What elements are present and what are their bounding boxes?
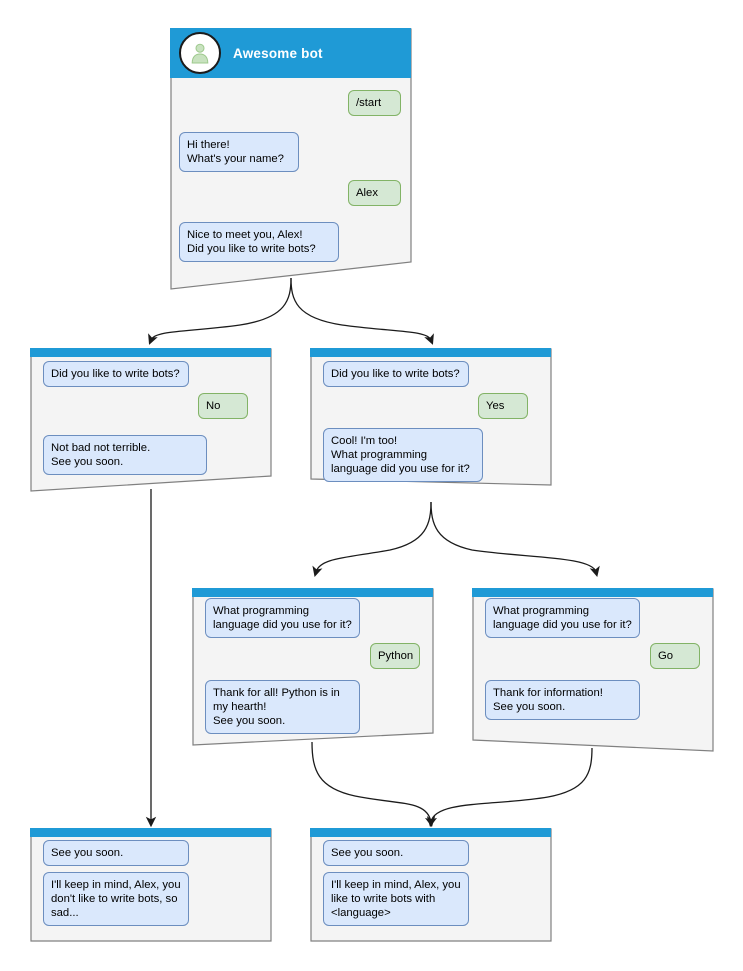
node-root-header: Awesome bot: [170, 28, 411, 78]
node-yes-branch-header: [310, 348, 551, 357]
chat-bubble-bot: Thank for information! See you soon.: [485, 680, 640, 720]
chat-bubble-user: No: [198, 393, 248, 419]
node-root[interactable]: Awesome bot /start Hi there! What's your…: [170, 28, 412, 290]
chat-bubble-user: Yes: [478, 393, 528, 419]
node-no-branch-header: [30, 348, 271, 357]
chat-bubble-bot: Did you like to write bots?: [323, 361, 469, 387]
chat-bubble-bot: Nice to meet you, Alex! Did you like to …: [179, 222, 339, 262]
chat-bubble-user: Python: [370, 643, 420, 669]
node-end-happy[interactable]: See you soon. I'll keep in mind, Alex, y…: [310, 828, 552, 942]
node-python-branch[interactable]: What programming language did you use fo…: [192, 588, 434, 746]
chat-bubble-bot: What programming language did you use fo…: [485, 598, 640, 638]
chat-bubble-bot: Not bad not terrible. See you soon.: [43, 435, 207, 475]
node-root-title: Awesome bot: [233, 45, 323, 61]
edge-yes-to-go: [430, 501, 600, 578]
node-yes-branch[interactable]: Did you like to write bots? Yes Cool! I'…: [310, 348, 552, 492]
chat-bubble-bot: See you soon.: [43, 840, 189, 866]
chat-bubble-bot: I'll keep in mind, Alex, you don't like …: [43, 872, 189, 926]
node-end-sad-header: [30, 828, 271, 837]
node-python-branch-header: [192, 588, 433, 597]
node-go-branch[interactable]: What programming language did you use fo…: [472, 588, 714, 752]
edge-python-to-end-happy: [311, 741, 436, 828]
edge-yes-to-python: [312, 501, 432, 577]
chat-bubble-user: /start: [348, 90, 401, 116]
chat-bubble-bot: I'll keep in mind, Alex, you like to wri…: [323, 872, 469, 926]
chat-bubble-bot: Did you like to write bots?: [43, 361, 189, 387]
node-end-sad[interactable]: See you soon. I'll keep in mind, Alex, y…: [30, 828, 272, 942]
edge-go-to-end-happy: [426, 747, 593, 828]
chat-bubble-user: Go: [650, 643, 700, 669]
chat-bubble-bot: Hi there! What's your name?: [179, 132, 299, 172]
node-end-happy-header: [310, 828, 551, 837]
chat-bubble-bot: What programming language did you use fo…: [205, 598, 360, 638]
chat-bubble-bot: Thank for all! Python is in my hearth! S…: [205, 680, 360, 734]
chat-bubble-bot: See you soon.: [323, 840, 469, 866]
node-no-branch[interactable]: Did you like to write bots? No Not bad n…: [30, 348, 272, 492]
chat-bubble-user: Alex: [348, 180, 401, 206]
user-avatar-icon: [179, 32, 221, 74]
node-go-branch-header: [472, 588, 713, 597]
chat-bubble-bot: Cool! I'm too! What programming language…: [323, 428, 483, 482]
